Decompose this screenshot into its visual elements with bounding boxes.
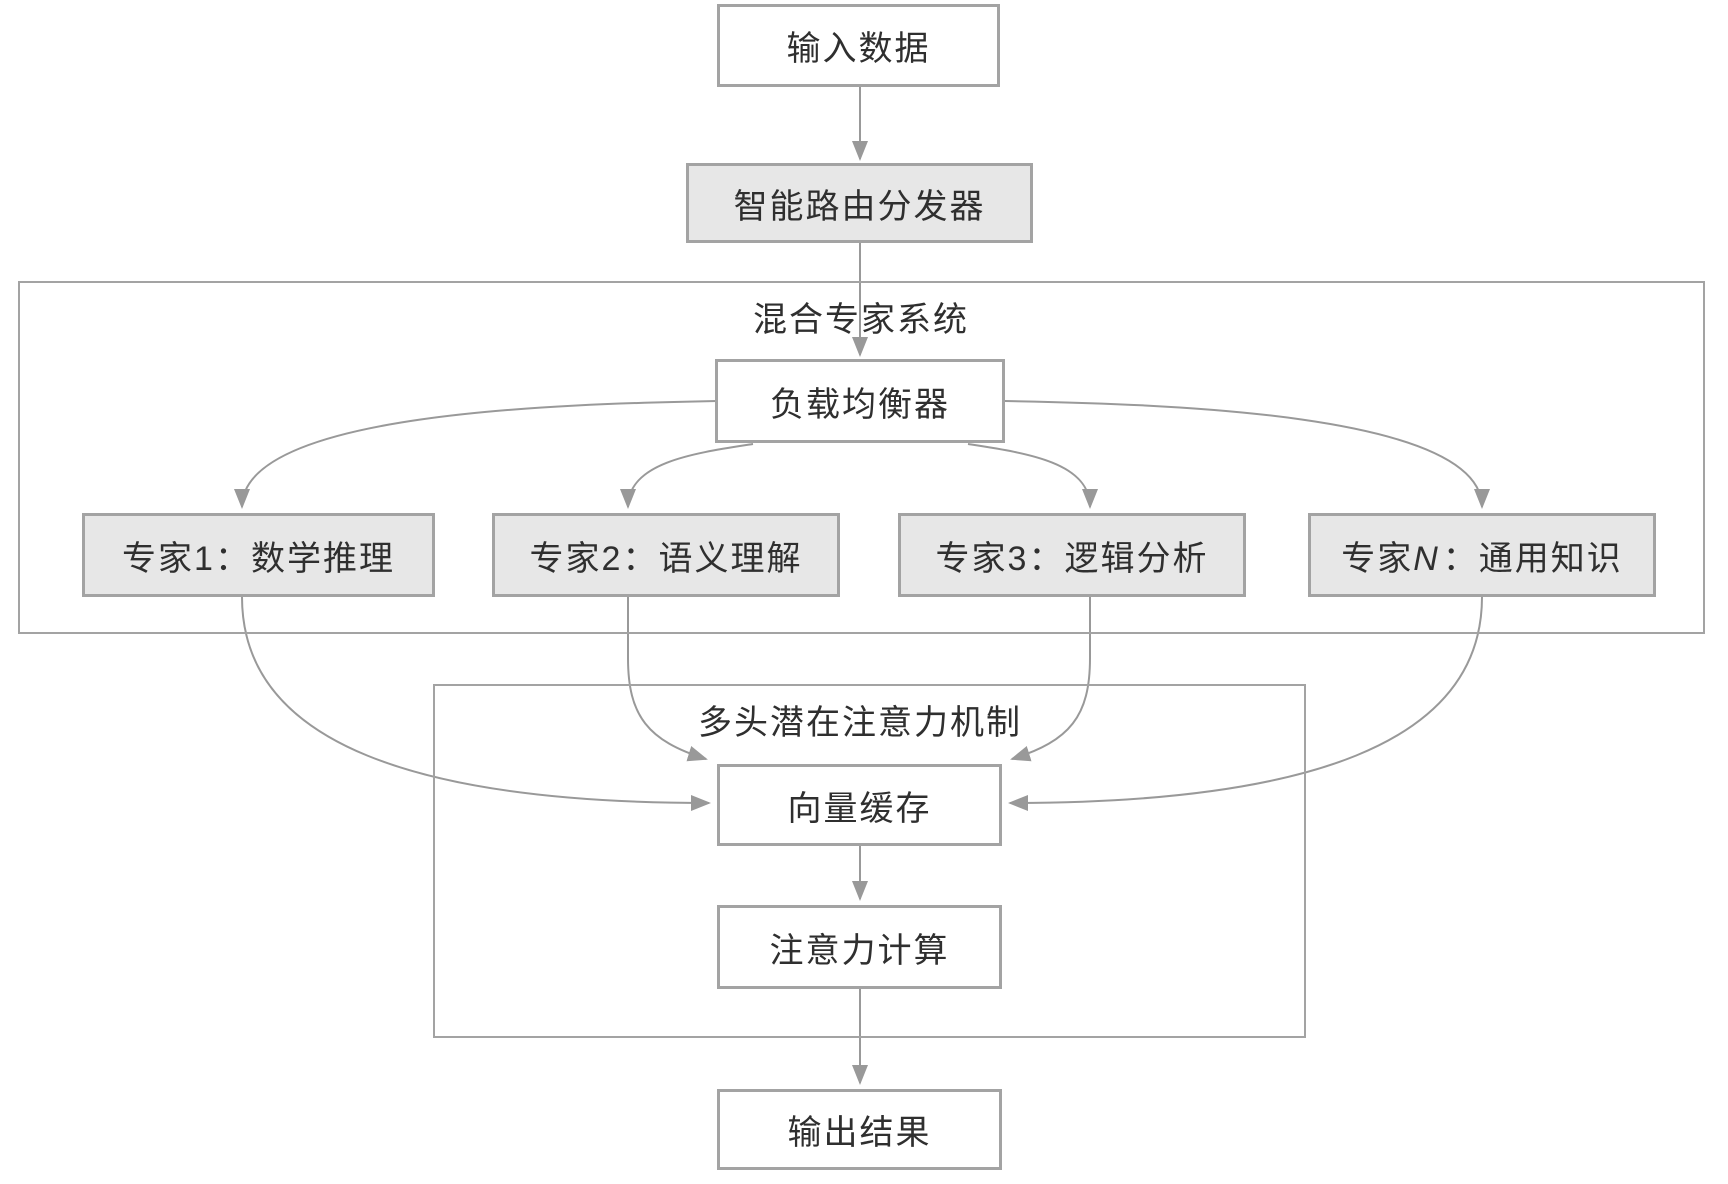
router-dispatcher-label: 智能路由分发器 [733, 187, 986, 226]
connector-balancer-to-expert1 [234, 400, 718, 509]
attention-compute-label: 注意力计算 [769, 931, 950, 970]
expertN-label-prefix: 专家 [1341, 539, 1414, 578]
moe-system-label: 混合专家系统 [753, 301, 969, 339]
expertN-general-node: 专家N：通用知识 [1308, 513, 1656, 597]
expert3-logic-node: 专家3：逻辑分析 [898, 513, 1246, 597]
vector-cache-node: 向量缓存 [717, 764, 1002, 846]
connector-balancer-to-expertN [1004, 400, 1490, 509]
expertN-label: 专家N：通用知识 [1341, 531, 1623, 580]
connector-balancer-to-expert3 [967, 443, 1098, 509]
expert1-label: 专家1：数学推理 [122, 539, 395, 578]
expert2-label: 专家2：语义理解 [529, 539, 803, 578]
router-dispatcher-node: 智能路由分发器 [686, 163, 1033, 243]
expert1-math-node: 专家1：数学推理 [82, 513, 435, 597]
output-result-node: 输出结果 [717, 1089, 1002, 1170]
load-balancer-label: 负载均衡器 [770, 385, 950, 424]
mla-mechanism-label: 多头潜在注意力机制 [698, 704, 1022, 742]
connector-expert3-to-vcache [1010, 597, 1091, 762]
connector-expert1-to-vcache [241, 596, 711, 811]
moe-system-container [18, 281, 1705, 634]
input-data-node: 输入数据 [717, 4, 1000, 87]
expert2-semantics-node: 专家2：语义理解 [492, 513, 840, 597]
input-data-label: 输入数据 [786, 30, 931, 68]
connector-balancer-to-expert2 [620, 443, 754, 509]
vector-cache-label: 向量缓存 [787, 789, 932, 828]
mla-mechanism-container [433, 684, 1306, 1038]
expertN-label-suffix: ：通用知识 [1442, 539, 1623, 578]
load-balancer-node: 负载均衡器 [715, 359, 1005, 443]
output-result-label: 输出结果 [787, 1114, 932, 1152]
connector-expert2-to-vcache [627, 597, 708, 762]
attention-compute-node: 注意力计算 [717, 905, 1002, 989]
expertN-label-variable: N [1413, 539, 1440, 578]
expert3-label: 专家3：逻辑分析 [935, 539, 1209, 578]
connector-expertN-to-vcache [1008, 596, 1483, 811]
